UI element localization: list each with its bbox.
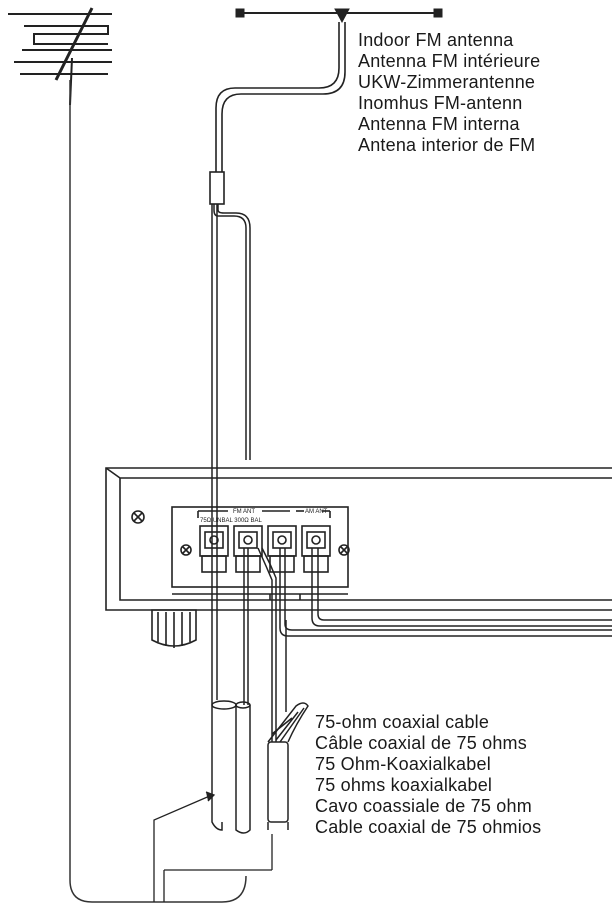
- outdoor-fm-antenna: [8, 7, 112, 106]
- coax-cable-label-es: Cable coaxial de 75 ohmios: [315, 817, 542, 837]
- indoor-antenna-label-group: Indoor FM antenna Antenna FM intérieure …: [358, 30, 540, 156]
- indoor-fm-antenna: [209, 8, 443, 630]
- indoor-antenna-label-en: Indoor FM antenna: [358, 30, 514, 50]
- coax-cable-label-fr: Câble coaxial de 75 ohms: [315, 733, 527, 753]
- indoor-antenna-label-de: UKW-Zimmerantenne: [358, 72, 536, 92]
- am-antenna-wires: [279, 548, 612, 637]
- outdoor-antenna-cable: [69, 80, 247, 903]
- indoor-antenna-label-fr: Antenna FM intérieure: [358, 51, 541, 71]
- panel-label-fm-sub: 75Ω UNBAL 300Ω BAL: [200, 518, 262, 524]
- cable-junction: [153, 791, 273, 902]
- panel-label-fm-ant: FM ANT: [233, 509, 255, 515]
- receiver-back-panel: [105, 467, 612, 648]
- panel-label-am-ant: AM ANT: [305, 509, 328, 515]
- indoor-antenna-label-sv: Inomhus FM-antenn: [358, 93, 523, 113]
- indoor-antenna-label-es: Antena interior de FM: [358, 135, 536, 155]
- fm-twin-lead-cable: [211, 548, 251, 834]
- coax-cable-label-en: 75-ohm coaxial cable: [315, 712, 490, 732]
- indoor-antenna-label-it: Antenna FM interna: [358, 114, 520, 134]
- coaxial-cable: [257, 547, 309, 830]
- coax-cable-label-group: 75-ohm coaxial cable Câble coaxial de 75…: [315, 712, 541, 838]
- coax-cable-label-sv: 75 ohms koaxialkabel: [315, 775, 493, 795]
- coax-cable-label-de: 75 Ohm-Koaxialkabel: [315, 754, 491, 774]
- coax-cable-label-it: Cavo coassiale de 75 ohm: [315, 796, 532, 816]
